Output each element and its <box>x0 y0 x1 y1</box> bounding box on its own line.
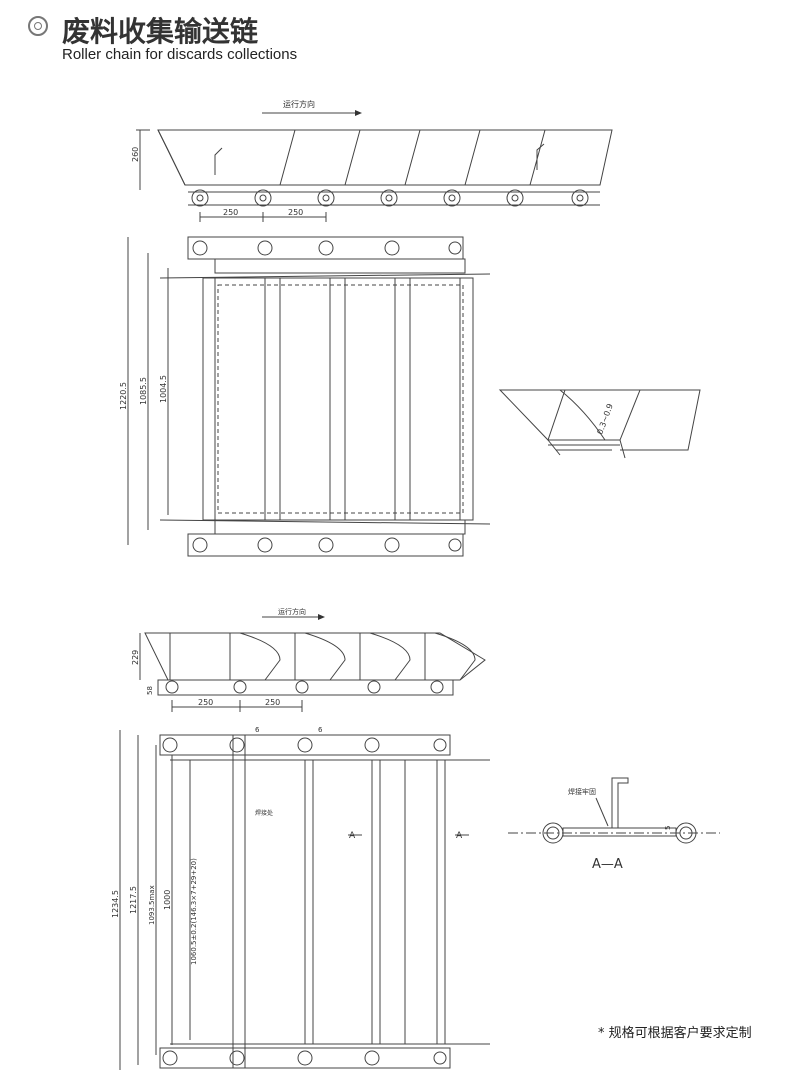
drawing2-top-view <box>127 236 491 557</box>
title-chinese: 废料收集输送链 <box>62 15 259 48</box>
section-dim: 5 <box>664 826 672 830</box>
weld-label: 焊接处 <box>255 809 273 817</box>
section-mark-left: A <box>349 831 356 841</box>
dim-1085-5: 1085.5 <box>139 377 148 405</box>
pitch-dim-1b: 250 <box>288 208 303 217</box>
top-dim-b: 6 <box>318 726 323 734</box>
section-weld-note: 焊接牢固 <box>568 787 596 796</box>
direction-label-2: 运行方向 <box>278 607 306 616</box>
dim-1093-5-max: 1093.5max <box>148 885 156 925</box>
detail-gap-label: 0.3~0.9 <box>595 402 614 435</box>
drawing4-top-view <box>119 730 490 1070</box>
pitch-dim-1a: 250 <box>223 208 238 217</box>
section-mark-right: A <box>456 831 463 841</box>
section-label: A—A <box>592 857 623 872</box>
detail-view <box>498 389 701 459</box>
dim-1220-5: 1220.5 <box>119 382 128 410</box>
title-english: Roller chain for discards collections <box>62 46 298 63</box>
dim-1004-5: 1004.5 <box>159 375 168 403</box>
pitch-dim-2a: 250 <box>198 698 213 707</box>
section-bullet-icon <box>28 16 48 36</box>
dim-1234-5: 1234.5 <box>111 890 120 918</box>
pitch-dim-2b: 250 <box>265 698 280 707</box>
top-dim-a: 6 <box>255 726 260 734</box>
side-dim-2: 58 <box>146 686 154 695</box>
dim-1000: 1000 <box>163 890 172 910</box>
drawing1-side-view <box>136 110 613 222</box>
height-dim-1: 260 <box>131 147 140 162</box>
drawing3-side-view <box>139 614 486 712</box>
dim-1060-5: 1060.5±0.2(146.3×7+29+20) <box>190 858 198 965</box>
section-a-a <box>508 777 720 844</box>
dim-1217-5: 1217.5 <box>129 886 138 914</box>
height-dim-2: 229 <box>131 650 140 665</box>
customization-footnote: * 规格可根据客户要求定制 <box>598 1026 752 1041</box>
direction-label-1: 运行方向 <box>283 99 315 109</box>
